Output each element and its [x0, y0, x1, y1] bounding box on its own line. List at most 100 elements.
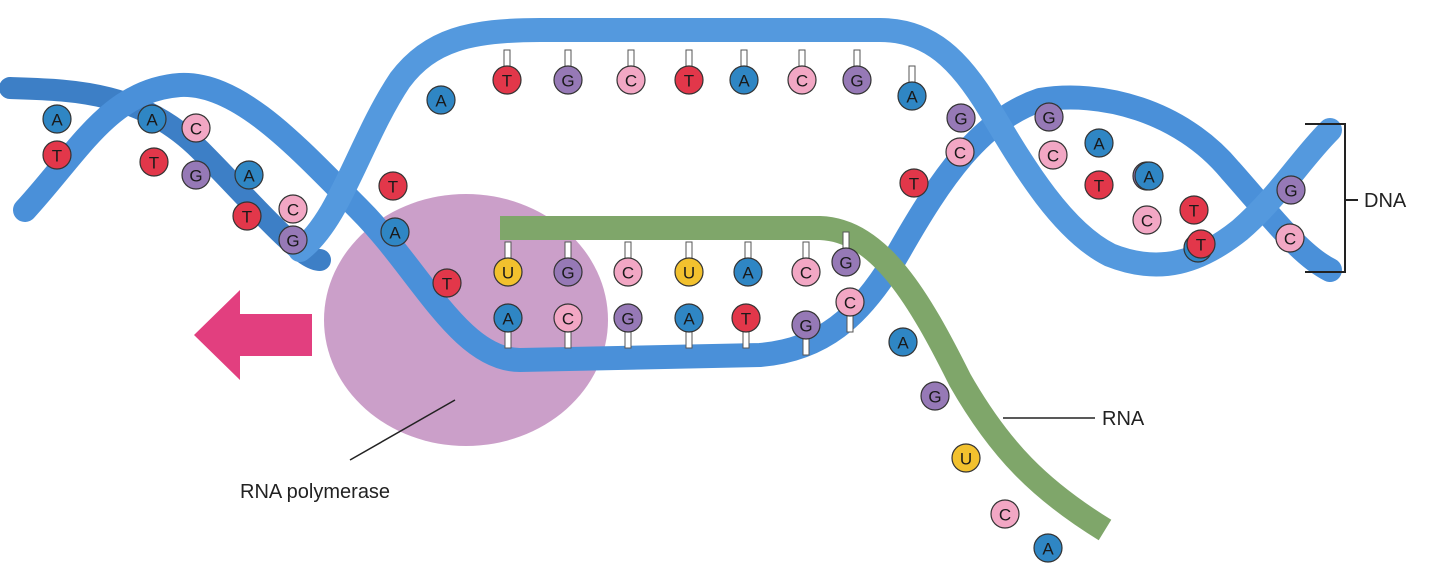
base-letter: T — [1196, 236, 1206, 255]
right-helix-base: G — [1277, 176, 1305, 204]
base-letter: A — [1042, 540, 1054, 559]
base-letter: G — [850, 72, 863, 91]
base-letter: C — [625, 72, 637, 91]
top-strand-base: T — [675, 50, 703, 94]
top-strand-base: A — [730, 50, 758, 94]
base-letter: T — [442, 275, 452, 294]
rna-paired-base: C — [614, 242, 642, 286]
right-helix-base: T — [1085, 171, 1113, 199]
base-letter: A — [906, 88, 918, 107]
base-letter: A — [51, 111, 63, 130]
top-strand-base: C — [617, 50, 645, 94]
base-letter: G — [799, 317, 812, 336]
base-letter: C — [1047, 147, 1059, 166]
rna-tail-base: G — [921, 382, 949, 410]
bubble-side-base: A — [427, 86, 455, 114]
base-letter: G — [1284, 182, 1297, 201]
base-letter: G — [561, 72, 574, 91]
base-letter: G — [1042, 109, 1055, 128]
bubble-side-base: C — [1039, 141, 1067, 169]
template-base: T — [732, 304, 760, 348]
bubble-side-base: G — [1035, 103, 1063, 131]
left-helix-base: G — [279, 226, 307, 254]
top-strand-base: C — [788, 50, 816, 94]
right-helix-base: T — [1180, 196, 1208, 224]
base-letter: A — [742, 264, 754, 283]
base-letter: T — [52, 147, 62, 166]
dna-double-helix — [10, 30, 1330, 360]
base-letter: A — [389, 224, 401, 243]
left-helix-base: T — [140, 148, 168, 176]
top-strand-base: A — [898, 66, 926, 110]
rna-paired-base: A — [734, 242, 762, 286]
right-helix-base: A — [1085, 129, 1113, 157]
top-strand-base: G — [554, 50, 582, 94]
left-helix-base: C — [182, 114, 210, 142]
label-dna: DNA — [1364, 190, 1407, 212]
left-helix-base: A — [43, 105, 71, 133]
base-letter: G — [286, 232, 299, 251]
rna-tail-base: C — [991, 500, 1019, 528]
base-letter: C — [800, 264, 812, 283]
base-letter: G — [189, 167, 202, 186]
base-letter: A — [683, 310, 695, 329]
base-letter: T — [502, 72, 512, 91]
label-rna-polymerase: RNA polymerase — [240, 481, 390, 503]
right-helix-base: C — [1276, 224, 1304, 252]
bubble-side-base: C — [946, 138, 974, 166]
base-letter: G — [839, 254, 852, 273]
base-letter: T — [1189, 202, 1199, 221]
base-letter: G — [954, 110, 967, 129]
base-letter: C — [1141, 212, 1153, 231]
rna-paired-base: U — [675, 242, 703, 286]
left-helix-base: G — [182, 161, 210, 189]
base-letter: A — [243, 167, 255, 186]
base-letter: U — [683, 264, 695, 283]
base-letter: A — [435, 92, 447, 111]
base-letter: T — [1094, 177, 1104, 196]
base-letter: T — [242, 208, 252, 227]
top-strand-base: T — [493, 50, 521, 94]
base-letter: T — [388, 178, 398, 197]
base-letter: U — [502, 264, 514, 283]
right-helix-base: C — [1133, 206, 1161, 234]
left-helix-base: A — [235, 161, 263, 189]
right-helix-base: A — [1135, 162, 1163, 190]
base-letter: A — [146, 111, 158, 130]
base-letter: A — [897, 334, 909, 353]
base-letter: A — [1093, 135, 1105, 154]
base-letter: C — [1284, 230, 1296, 249]
rna-tail-base: A — [1034, 534, 1062, 562]
base-letter: C — [796, 72, 808, 91]
rna-tail-base: A — [889, 328, 917, 356]
base-letter: C — [622, 264, 634, 283]
bubble-side-base: A — [381, 218, 409, 246]
base-letter: C — [190, 120, 202, 139]
base-letter: C — [999, 506, 1011, 525]
template-base: G — [614, 304, 642, 348]
base-letter: G — [621, 310, 634, 329]
base-letter: T — [909, 175, 919, 194]
rna-paired-base: C — [792, 242, 820, 286]
bubble-side-base: G — [947, 104, 975, 132]
bubble-side-base: T — [433, 269, 461, 297]
left-helix-base: A — [138, 105, 166, 133]
left-helix-base: C — [279, 195, 307, 223]
base-letter: C — [954, 144, 966, 163]
base-letter: U — [960, 450, 972, 469]
right-helix-base: T — [1187, 230, 1215, 258]
base-letter: C — [562, 310, 574, 329]
base-letter: C — [287, 201, 299, 220]
bubble-side-base: T — [900, 169, 928, 197]
base-letter: A — [502, 310, 514, 329]
left-helix-base: T — [233, 202, 261, 230]
bubble-side-base: T — [379, 172, 407, 200]
top-strand-base: G — [843, 50, 871, 94]
base-letter: T — [149, 154, 159, 173]
base-letter: G — [561, 264, 574, 283]
left-helix-base: T — [43, 141, 71, 169]
base-letter: T — [684, 72, 694, 91]
base-letter: A — [1143, 168, 1155, 187]
base-letter: C — [844, 294, 856, 313]
